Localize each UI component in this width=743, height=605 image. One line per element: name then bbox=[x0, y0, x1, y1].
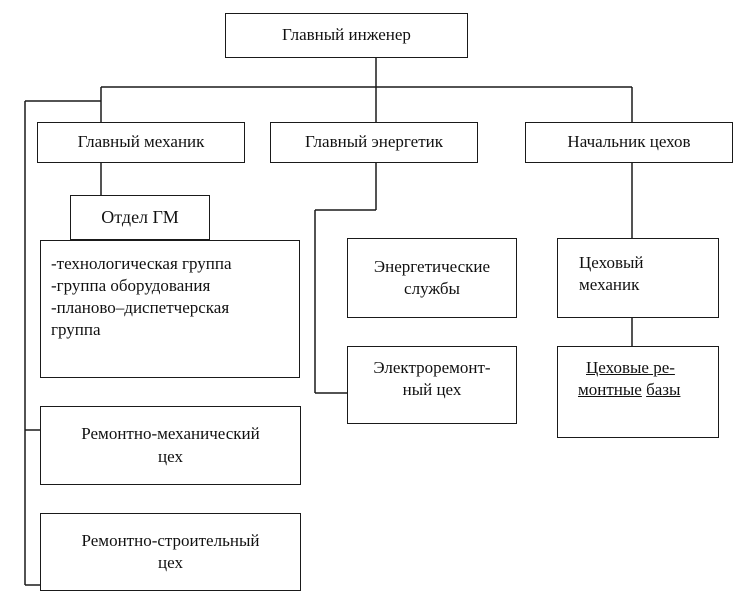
gm-group-item: -технологическая группа bbox=[51, 254, 232, 273]
shop-repair-bases-line2: монтные базы bbox=[578, 379, 718, 401]
shop-mechanic-line2: механик bbox=[579, 275, 640, 295]
chief-power-engineer-label: Главный энергетик bbox=[305, 132, 443, 152]
chief-power-engineer-box: Главный энергетик bbox=[270, 122, 478, 163]
gm-group-item: группа bbox=[51, 320, 101, 340]
chief-mechanic-label: Главный механик bbox=[77, 132, 205, 152]
gm-groups-box: -технологическая группа -группа оборудов… bbox=[40, 240, 300, 378]
repair-construction-shop-line2: цех bbox=[158, 553, 183, 572]
gm-department-box: Отдел ГМ bbox=[70, 195, 210, 240]
shop-repair-bases-box: Цеховые ре- монтные базы bbox=[557, 346, 719, 438]
shop-chief-label: Начальник цехов bbox=[567, 132, 691, 152]
repair-construction-shop-box: Ремонтно-строительный цех bbox=[40, 513, 301, 591]
repair-mechanical-shop-line1: Ремонтно-механический bbox=[81, 424, 260, 444]
shop-repair-bases-word: монтные bbox=[578, 380, 642, 400]
gm-group-item: -группа оборудования bbox=[51, 276, 211, 296]
power-services-line2: службы bbox=[404, 279, 460, 298]
shop-repair-bases-word: базы bbox=[646, 380, 681, 400]
repair-construction-shop-line1: Ремонтно-строительный bbox=[81, 530, 260, 550]
gm-group-item: -планово–диспетчерская bbox=[51, 298, 230, 318]
shop-chief-box: Начальник цехов bbox=[525, 122, 733, 163]
electrorepair-shop-line1: Электроремонт- bbox=[373, 358, 491, 377]
electrorepair-shop-line2: ный цех bbox=[402, 380, 462, 400]
repair-mechanical-shop-box: Ремонтно-механический цех bbox=[40, 406, 301, 485]
power-services-box: Энергетические службы bbox=[347, 238, 517, 318]
chief-mechanic-box: Главный механик bbox=[37, 122, 245, 163]
gm-department-label: Отдел ГМ bbox=[101, 206, 179, 227]
shop-repair-bases-line1: Цеховые ре- bbox=[586, 358, 675, 377]
repair-mechanical-shop-line2: цех bbox=[158, 446, 183, 466]
power-services-line1: Энергетические bbox=[373, 256, 491, 276]
electrorepair-shop-box: Электроремонт- ный цех bbox=[347, 346, 517, 424]
shop-mechanic-line1: Цеховый bbox=[579, 253, 644, 272]
shop-mechanic-box: Цеховый механик bbox=[557, 238, 719, 318]
chief-engineer-box: Главный инженер bbox=[225, 13, 468, 58]
chief-engineer-label: Главный инженер bbox=[282, 25, 411, 45]
